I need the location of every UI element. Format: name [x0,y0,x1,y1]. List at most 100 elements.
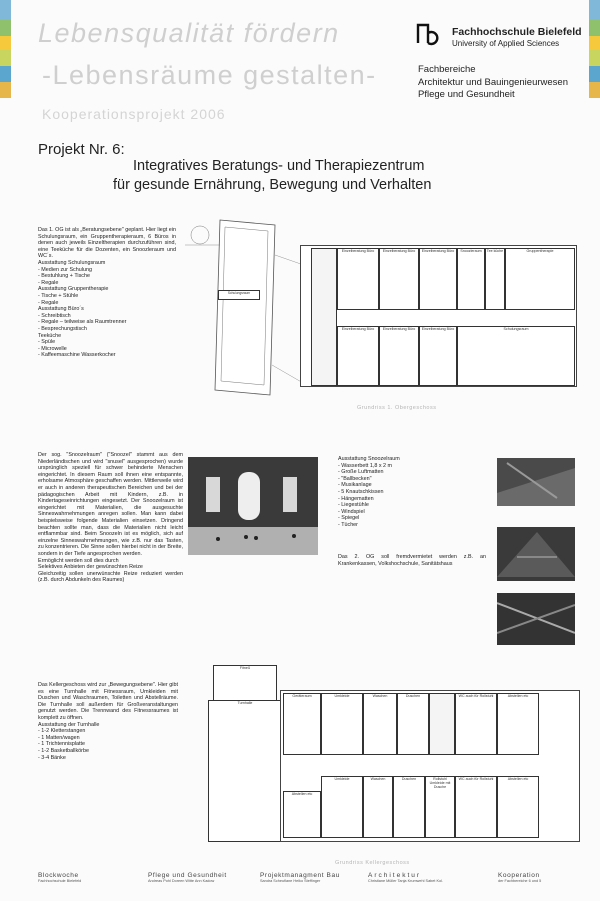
stair-core [311,248,337,386]
kg-plan-caption: Grundriss Kellergeschoss [335,860,410,866]
stripe [589,20,600,36]
footer-subtitle: der Fachbereiche 6 und 5 [498,879,542,883]
stripe [589,0,600,20]
kg-list-heading: Ausstattung der Turnhalle [38,721,100,728]
og1-stair-wing [185,219,319,396]
og1-heading-group: Ausstattung Gruppentherapie [38,286,109,293]
list-item: Kaffeemaschine Wasserkocher [38,352,176,359]
footer-subtitle: Fachhochschule Bielefeld [38,879,82,883]
snoozel-equipment-block: Ausstattung Snoozelraum Wasserbett 1,8 x… [338,456,488,529]
snoozel-text-4: Gleichzeitig sollen unerwünschte Reize r… [38,570,183,584]
list-item: 3-4 Bänke [38,755,178,762]
snoozel-equipment-list: Wasserbett 1,8 x 2 m Große Luftmatten "B… [338,463,488,529]
kg-room: Rollstuhl Umkleide mit Dusche [425,776,455,838]
project-subtitle-1: Integratives Beratungs- und Therapiezent… [133,158,425,174]
list-item: Spüle [38,339,176,346]
project-subtitle-2: für gesunde Ernährung, Bewegung und Verh… [113,177,432,193]
stripe [0,20,11,36]
og1-intro: Das 1. OG ist als „Beratungsebene" gepla… [38,227,176,260]
university-logo-icon [415,22,445,46]
list-item: Schreibtisch [38,313,176,320]
list-item: 5 Knautschkissen [338,489,488,496]
gym-hall-photo [188,457,318,555]
list-item: Regale [38,300,176,307]
footer-subtitle: Christiane Müller Tanja Krumwehl Sabet K… [368,879,444,883]
stripe [589,66,600,82]
og1-room: Einzelberatung Büro [337,248,379,310]
list-item: 1-2 Kletterstangen [38,728,178,735]
list-item: Regale [38,280,176,287]
kg-room: Duschen [397,693,429,755]
og2-text: Das 2. OG soll fremdvermietet werden z.B… [338,554,486,567]
stripe [589,36,600,50]
kg-equipment-list: 1-2 Kletterstangen 1 Matten/wagen 1 Tric… [38,728,178,761]
poster-title-line-1: Lebensqualität fördern [38,18,340,48]
footer-item: Architektur Christiane Müller Tanja Krum… [368,872,443,883]
stripe [0,0,11,20]
og1-text-block: Das 1. OG ist als „Beratungsebene" gepla… [38,227,176,359]
faculty-health: Pflege und Gesundheit [418,89,515,100]
og1-room: Snoozleraum [457,248,485,310]
stripe [0,50,11,66]
footer-item: Pflege und Gesundheit Andreas Pohl Doree… [148,872,227,883]
stripe [0,36,11,50]
university-name: Fachhochschule Bielefeld [452,26,582,38]
footer-subtitle: Sandra Scheuflane Heiko Steffinger [260,879,321,883]
list-item: Tische + Stühle [38,293,176,300]
kg-room: Duschen [393,776,425,838]
snoozel-text-block: Der sog. "Snoozelraum" ("Snoozel" stammt… [38,452,183,584]
attic-photo-2 [497,527,575,581]
og1-room: Schulungsraum [457,326,575,386]
og1-list-training: Medien zur Schulung Bestuhlung + Tische … [38,267,176,287]
list-item: Liegestühle [338,502,488,509]
kg-building-outline: Geräteraum Umkleide Waschen Duschen WC a… [280,690,580,842]
og1-room: Einzelberatung Büro [379,326,419,386]
kg-floor-plan: Fitneß Turnhalle Geräteraum Umkleide Was… [188,650,580,850]
kg-room: WC auch für Rollstuhl [455,693,497,755]
og1-heading-offices: Ausstattung Büro´s [38,306,84,313]
stripe [589,50,600,66]
list-item: Regale – teilweise als Raumtrenner [38,319,176,326]
stripe [0,82,11,98]
footer-title: Architektur [368,872,422,879]
kg-room: Umkleide [321,776,363,838]
footer-title: Kooperation [498,872,540,879]
og1-room: Einzelberatung Büro [337,326,379,386]
og1-heading-kitchen: Teeküche [38,332,62,339]
og1-list-offices: Schreibtisch Regale – teilweise als Raum… [38,313,176,333]
stair-core [429,693,455,755]
list-item: Wasserbett 1,8 x 2 m [338,463,488,470]
snoozel-text-3: Selektives Anbieten der gewünschten Reiz… [38,564,143,571]
attic-photo-1 [497,458,575,506]
og1-room: Einzelberatung Büro [379,248,419,310]
attic-photo-3 [497,593,575,645]
list-item: "Ballbecken" [338,476,488,483]
og1-plan-caption: Grundriss 1. Obergeschoss [357,405,437,411]
list-item: Medien zur Schulung [38,267,176,274]
project-number: Projekt Nr. 6: [38,141,125,158]
faculty-architecture: Architektur und Bauingenieurwesen [418,76,568,88]
list-item: Große Luftmatten [338,469,488,476]
kg-room: WC auch für Rollstuhl [455,776,497,838]
stripe [589,82,600,98]
university-subtitle: University of Applied Sciences [452,39,560,48]
poster-title-line-3: Kooperationsprojekt 2006 [42,106,226,122]
footer-item: Projektmanagment Bau Sandra Scheuflane H… [260,872,340,883]
og1-building-outline: Einzelberatung Büro Einzelberatung Büro … [300,245,577,387]
footer-title: Blockwoche [38,872,79,879]
kg-room: Turnhalle [208,700,282,842]
kg-room: Abstellen etc [283,791,321,838]
kg-room: Geräteraum [283,693,321,755]
footer: Blockwoche Fachhochschule Bielefeld Pfle… [38,872,578,894]
footer-item: Kooperation der Fachbereiche 6 und 5 [498,872,541,883]
snoozel-equipment-heading: Ausstattung Snoozelraum [338,456,400,462]
list-item: Microwelle [38,346,176,353]
footer-subtitle: Andreas Pohl Doreen Witte Ann Kadow [148,879,215,883]
list-item: Bestuhlung + Tische [38,273,176,280]
stripe [0,66,11,82]
kg-room: Waschen [363,693,397,755]
list-item: Besprechungstisch [38,326,176,333]
og1-list-kitchen: Spüle Microwelle Kaffeemaschine Wasserko… [38,339,176,359]
faculty-block: Fachbereiche Architektur und Bauingenieu… [418,64,568,102]
og1-room: Gruppentherapie [505,248,575,310]
